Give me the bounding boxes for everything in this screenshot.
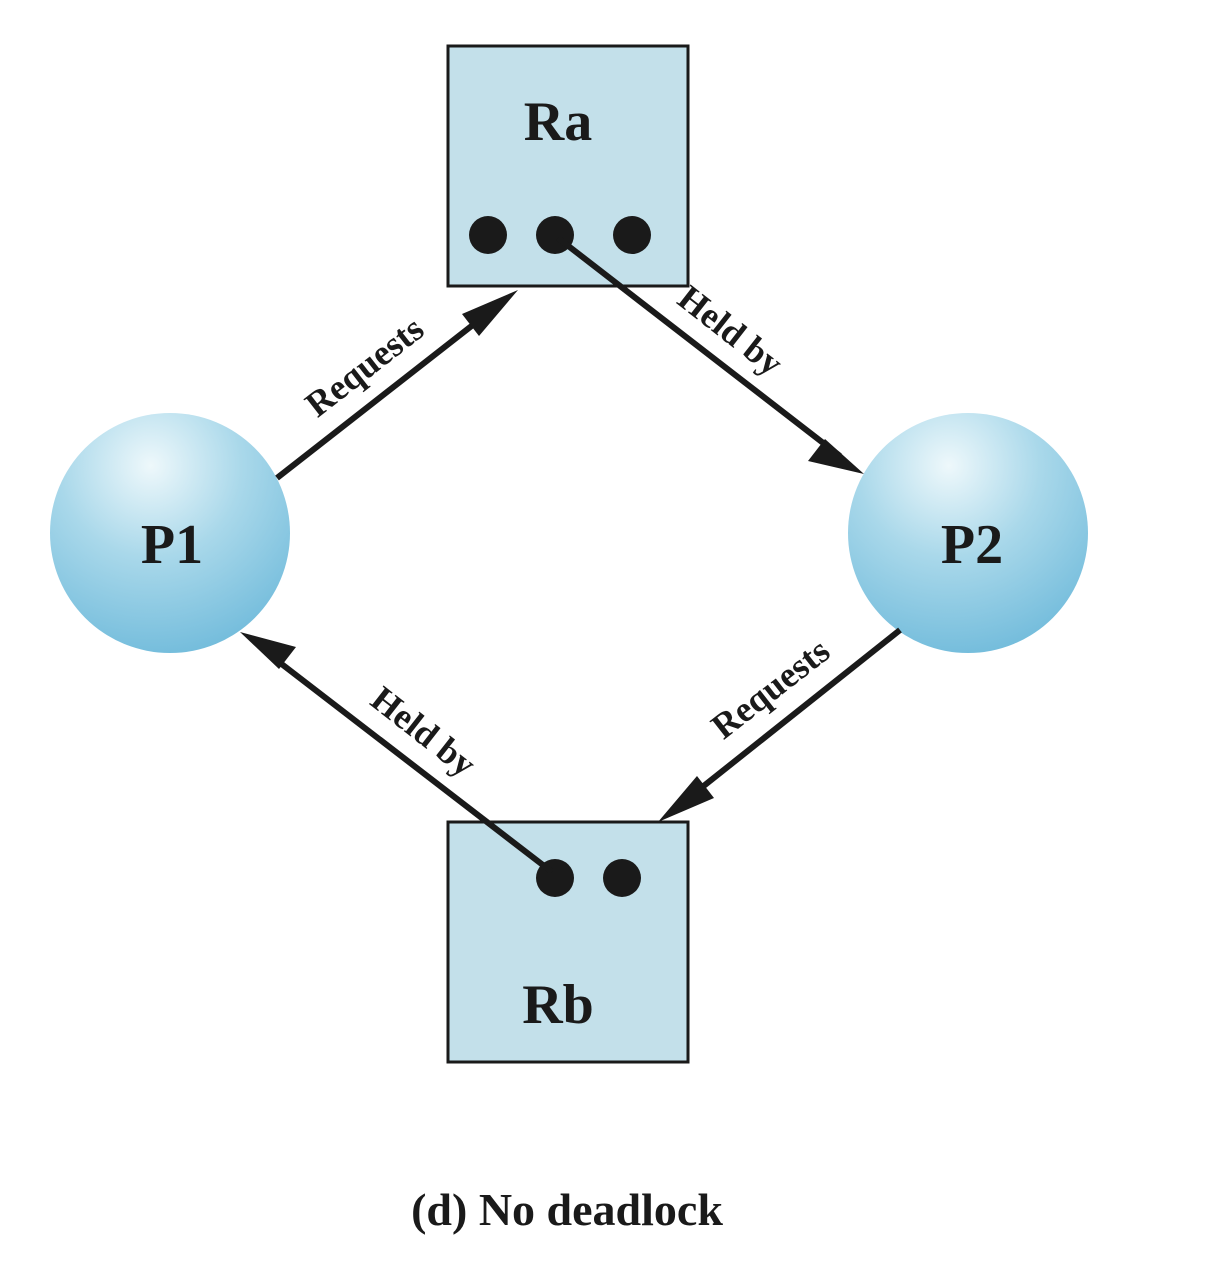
process-p1-circle <box>50 413 290 653</box>
edge-label-held-by: Held by <box>364 678 484 784</box>
process-p2-label: P2 <box>941 514 1003 576</box>
figure-caption: (d) No deadlock <box>411 1184 723 1235</box>
process-p1: P1 <box>50 413 290 653</box>
edge-line <box>264 649 554 875</box>
edge-line <box>684 627 902 803</box>
edge-ra-held-by-p2: Held by <box>556 235 864 474</box>
arrowhead-icon <box>658 776 714 822</box>
resource-rb-label: Rb <box>522 974 594 1036</box>
edge-rb-held-by-p1: Held by <box>240 632 554 875</box>
resource-ra: Ra <box>446 44 690 288</box>
process-p2-circle <box>848 413 1088 653</box>
resource-ra-instance-dot <box>613 216 651 254</box>
edge-line <box>275 307 494 481</box>
edge-label-held-by: Held by <box>671 277 791 383</box>
resource-rb-instance-dot <box>603 859 641 897</box>
arrowhead-icon <box>808 439 864 474</box>
resource-ra-instance-dot <box>469 216 507 254</box>
process-p2: P2 <box>848 413 1088 653</box>
resource-ra-label: Ra <box>524 91 592 153</box>
edge-p1-requests-ra: Requests <box>275 290 518 481</box>
edge-line <box>556 235 842 459</box>
arrowhead-icon <box>240 632 296 669</box>
edge-p2-requests-rb: Requests <box>658 627 902 822</box>
resource-rb-box <box>446 820 690 1064</box>
resource-rb: Rb <box>446 820 690 1064</box>
arrowhead-icon <box>462 290 518 336</box>
process-p1-label: P1 <box>141 514 203 576</box>
